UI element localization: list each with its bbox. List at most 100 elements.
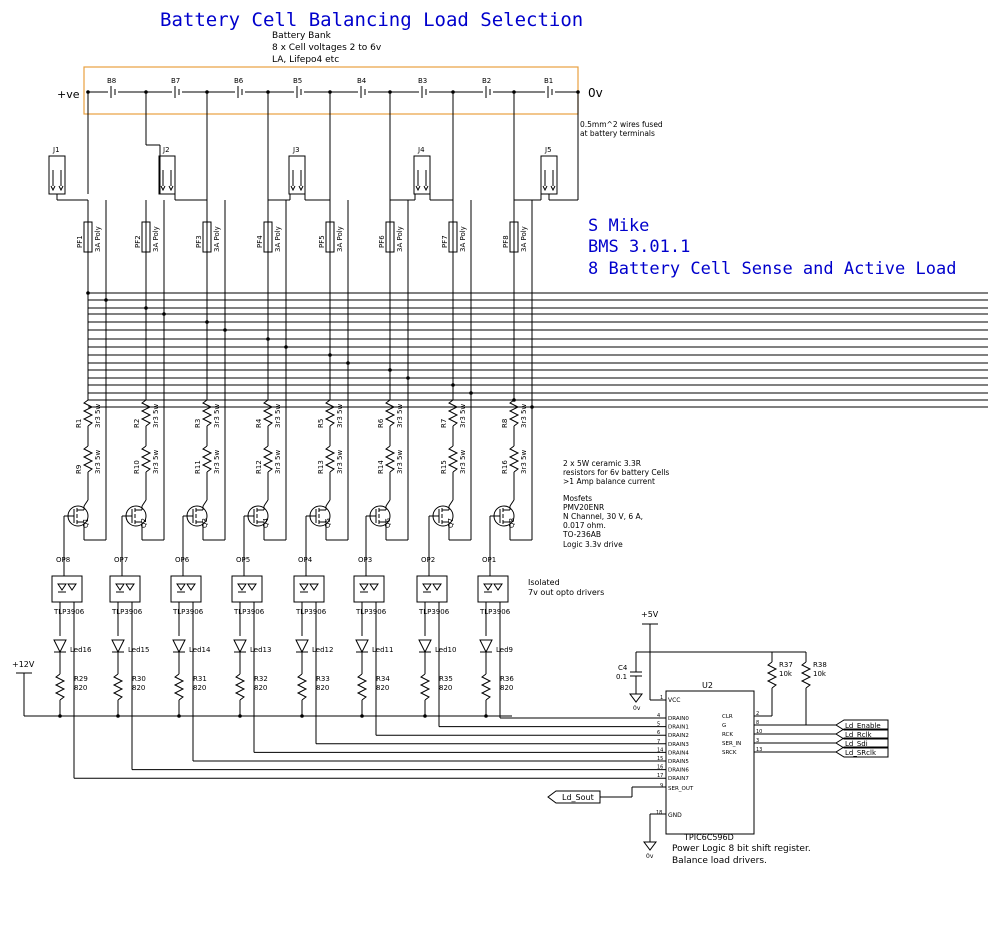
resistor-note-2: resistors for 6v battery Cells bbox=[563, 468, 669, 477]
resistor-ref: R12 bbox=[255, 460, 263, 474]
led-resistor-ref: R35 bbox=[439, 675, 453, 683]
led-resistor-ref: R36 bbox=[500, 675, 514, 683]
fuse-ref-pf5: PF5 bbox=[318, 235, 326, 248]
tpic6c596-ic bbox=[665, 690, 755, 835]
ic-gnd-pin-num: 18 bbox=[656, 810, 662, 816]
cell-gap bbox=[483, 86, 493, 98]
opto-icon bbox=[115, 583, 135, 593]
led-resistor-r34 bbox=[356, 673, 368, 701]
resistor-r7 bbox=[447, 399, 459, 427]
opto-part: TLP3906 bbox=[295, 608, 327, 616]
connector-j1 bbox=[48, 155, 66, 195]
plus5v-label: +5V bbox=[641, 610, 659, 619]
opto-op2 bbox=[416, 575, 448, 603]
resistor-ref: R8 bbox=[501, 419, 509, 428]
resistor-r8 bbox=[508, 399, 520, 427]
led-resistor-ref: R31 bbox=[193, 675, 207, 683]
cell-label-b3: B3 bbox=[418, 77, 427, 85]
resistor-value: 3r3 5w bbox=[152, 404, 160, 428]
resistor-r9 bbox=[82, 445, 94, 473]
opto-ref: OP6 bbox=[175, 556, 190, 564]
opto-note-2: 7v out opto drivers bbox=[528, 588, 604, 597]
fuse-value: 3A Poly bbox=[152, 226, 160, 252]
fuse-value: 3A Poly bbox=[459, 226, 467, 252]
mosfet-ref: Q2 bbox=[140, 518, 148, 528]
wire-fuse-note-2: at battery terminals bbox=[580, 129, 655, 138]
resistor-ref: R11 bbox=[194, 460, 202, 474]
connector-j3 bbox=[288, 155, 306, 195]
led-resistor-ref: R33 bbox=[316, 675, 330, 683]
fuse-ref-pf3: PF3 bbox=[195, 235, 203, 248]
resistor-value: 3r3 5w bbox=[94, 450, 102, 474]
ic-ref: U2 bbox=[702, 681, 713, 690]
led-ref: Led15 bbox=[128, 646, 149, 654]
bms-version-label: BMS 3.01.1 bbox=[588, 237, 690, 257]
mosfet-ref: Q1 bbox=[82, 518, 90, 528]
led-ref: Led10 bbox=[435, 646, 456, 654]
opto-part: TLP3906 bbox=[479, 608, 511, 616]
ic-pin-num: 5 bbox=[657, 722, 660, 728]
led-resistor-r33 bbox=[296, 673, 308, 701]
author-label: S Mike bbox=[588, 216, 649, 236]
ic-pin-num: 7 bbox=[657, 739, 660, 745]
ic-pin-drain2: DRAIN2 bbox=[668, 733, 689, 739]
ic-pin-drain5: DRAIN5 bbox=[668, 759, 689, 765]
main-title: Battery Cell Balancing Load Selection bbox=[160, 9, 583, 31]
ic-gnd-pin: GND bbox=[668, 812, 682, 819]
ic-pins: DRAIN04DRAIN15DRAIN26DRAIN37DRAIN414DRAI… bbox=[657, 711, 772, 782]
mosfet-ref: Q8 bbox=[508, 518, 516, 528]
resistor-ref: R13 bbox=[317, 460, 325, 474]
ic-ground-label: 0v bbox=[646, 853, 654, 860]
ic-pin-drain4: DRAIN4 bbox=[668, 750, 689, 756]
resistor-r3 bbox=[201, 399, 213, 427]
opto-part: TLP3906 bbox=[172, 608, 204, 616]
resistor-ref: R16 bbox=[501, 460, 509, 474]
led-resistor-value: 820 bbox=[193, 684, 206, 692]
led-led15-icon bbox=[111, 639, 125, 654]
led-led10-icon bbox=[418, 639, 432, 654]
resistor-r2 bbox=[140, 399, 152, 427]
resistor-ref: R9 bbox=[75, 465, 83, 474]
net-label-text-sdi: Ld_Sdi bbox=[845, 740, 868, 748]
opto-ref: OP8 bbox=[56, 556, 70, 564]
opto-op3 bbox=[353, 575, 385, 603]
connector-pins bbox=[542, 170, 556, 192]
ic-pin-num: 10 bbox=[756, 729, 762, 735]
ic-pin-num: 13 bbox=[756, 747, 762, 753]
cap-ground-label: 0v bbox=[633, 705, 641, 712]
resistor-value: 3r3 5w bbox=[336, 404, 344, 428]
led-ref: Led16 bbox=[70, 646, 92, 654]
resistor-ref: R10 bbox=[133, 460, 141, 474]
opto-ref: OP4 bbox=[298, 556, 313, 564]
resistor-value: 3r3 5w bbox=[520, 450, 528, 474]
r38-value: 10k bbox=[813, 670, 827, 678]
opto-op8 bbox=[51, 575, 83, 603]
opto-op1 bbox=[477, 575, 509, 603]
fuse-value: 3A Poly bbox=[274, 226, 282, 252]
cell-label-b4: B4 bbox=[357, 77, 367, 85]
connector-label-j3: J3 bbox=[292, 146, 300, 154]
ic-serout-pin: SER_OUT bbox=[668, 786, 694, 792]
led-led12-icon bbox=[295, 639, 309, 654]
cell-label-b2: B2 bbox=[482, 77, 491, 85]
cell-gap bbox=[235, 86, 245, 98]
opto-part: TLP3906 bbox=[233, 608, 265, 616]
led-resistor-r31 bbox=[173, 673, 185, 701]
opto-part: TLP3906 bbox=[355, 608, 387, 616]
cap-ref: C4 bbox=[618, 664, 628, 672]
ic-pin-num: 6 bbox=[657, 730, 660, 736]
resistor-r16 bbox=[508, 445, 520, 473]
fuse-value: 3A Poly bbox=[520, 226, 528, 252]
connector-pins bbox=[290, 170, 304, 192]
resistor-ref: R3 bbox=[194, 419, 202, 428]
resistor-r5 bbox=[324, 399, 336, 427]
led-resistor-ref: R29 bbox=[74, 675, 88, 683]
resistor-ref: R7 bbox=[440, 419, 448, 428]
led-resistor-ref: R30 bbox=[132, 675, 146, 683]
ic-pin-ser-in: SER_IN bbox=[722, 741, 741, 747]
ic-description-1: Power Logic 8 bit shift register. bbox=[672, 844, 811, 854]
sense-bus bbox=[88, 292, 988, 408]
opto-op4 bbox=[293, 575, 325, 603]
opto-op7 bbox=[109, 575, 141, 603]
